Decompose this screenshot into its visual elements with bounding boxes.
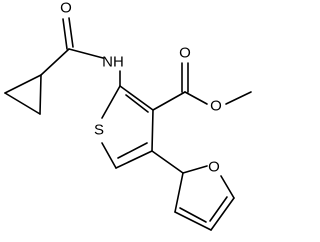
thiophene-bond: [101, 142, 117, 169]
atom-label-layer: O NH O O S O: [60, 0, 222, 176]
single-bond: [225, 91, 252, 105]
atom-o-ester-carbonyl: O: [179, 45, 191, 62]
atom-o-amide-carbonyl: O: [60, 0, 72, 17]
atom-s-thiophene: S: [94, 122, 104, 139]
double-bond: [68, 17, 74, 48]
atom-nh-amide: NH: [102, 54, 124, 71]
furan-bond: [179, 207, 207, 223]
single-bond: [184, 91, 208, 105]
double-bond: [62, 18, 68, 50]
furan-bond: [220, 175, 235, 199]
cyclopropane-bond: [4, 74, 42, 94]
thiophene-bond: [119, 85, 154, 111]
thiophene-bond: [125, 94, 149, 113]
furan-bond: [209, 196, 228, 222]
atom-o-furan: O: [208, 159, 220, 176]
furan-bond: [174, 172, 184, 213]
cyclopropane-bond: [39, 74, 42, 115]
thiophene-bond: [115, 150, 153, 169]
amide-bond: [68, 48, 104, 59]
atom-o-ester-ether: O: [210, 98, 222, 115]
molecule-structure: O NH O O S O: [4, 0, 252, 231]
furan-bond: [210, 197, 235, 231]
single-bond: [151, 150, 184, 174]
thiophene-bond: [151, 109, 154, 152]
cyclopropane-bond: [4, 92, 41, 115]
furan-bond: [182, 165, 208, 174]
thiophene-bond: [101, 85, 121, 119]
single-bond: [40, 48, 70, 76]
furan-bond: [174, 211, 212, 231]
bond-layer: [4, 17, 252, 231]
thiophene-bond: [117, 142, 148, 159]
single-bond: [152, 91, 186, 111]
